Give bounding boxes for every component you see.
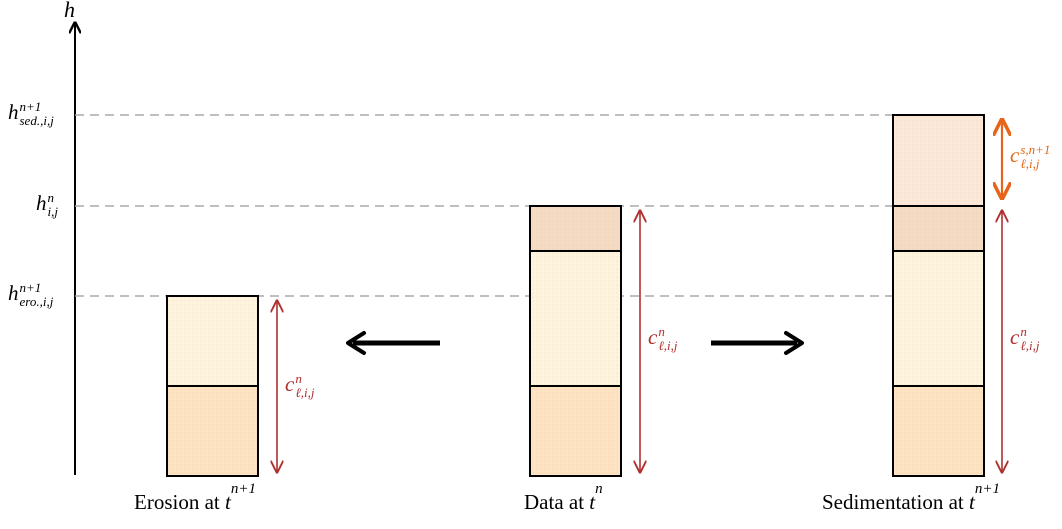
sedimentation-column — [892, 114, 985, 477]
sedimentation-caption: Sedimentation at tn+1 — [822, 481, 1000, 515]
erosion-column — [166, 295, 259, 477]
to-erosion-arrowhead — [346, 331, 366, 355]
erosion-caption: Erosion at tn+1 — [134, 481, 256, 515]
to-sedimentation-arrowhead — [784, 331, 804, 355]
data-column — [529, 205, 622, 477]
data-caption: Data at tn — [524, 481, 603, 515]
h-axis-label: h — [64, 0, 75, 22]
